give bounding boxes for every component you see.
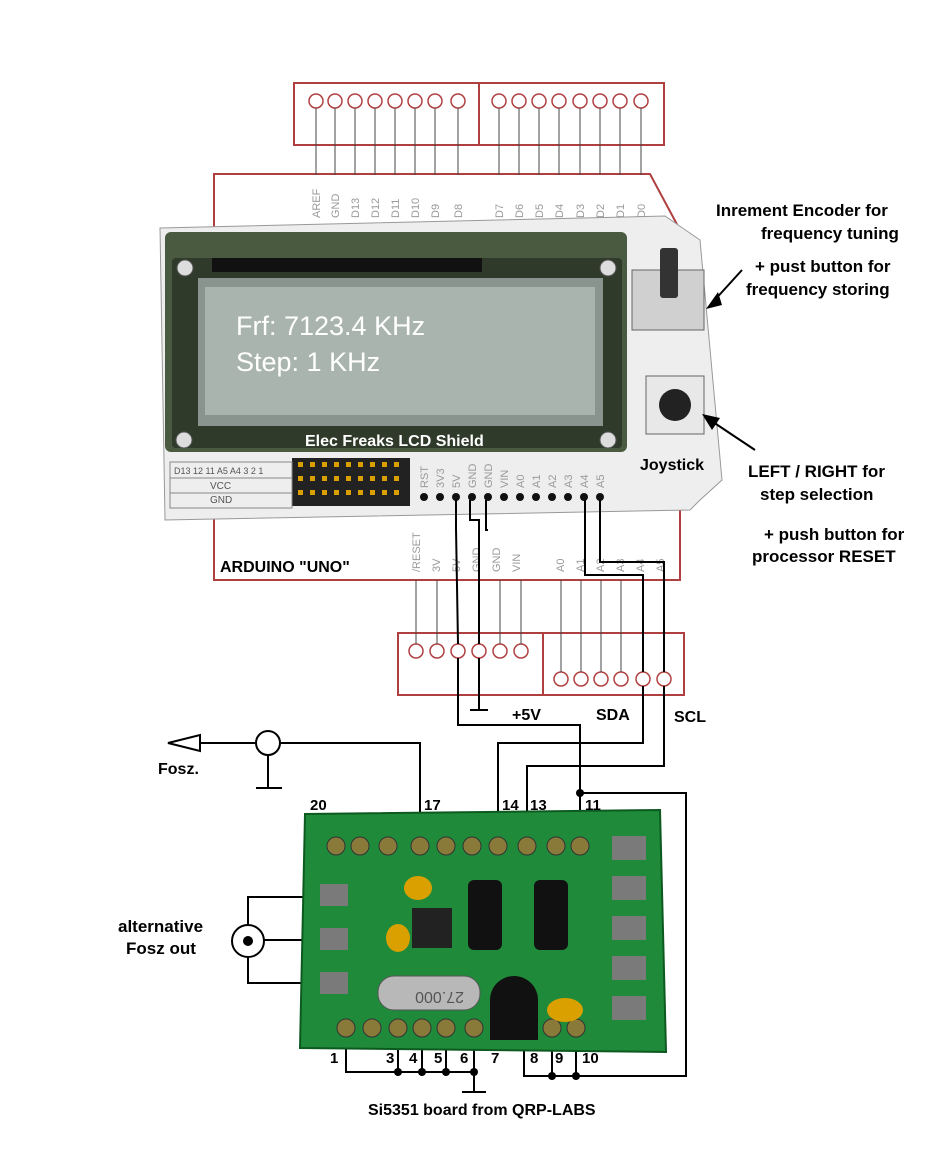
svg-text:A0: A0 <box>555 559 567 572</box>
fosz-connector-icon <box>255 730 281 756</box>
pin-number-14: 14 <box>502 797 519 814</box>
svg-text:5V: 5V <box>451 474 463 488</box>
pin-label-d1: D1 <box>615 204 627 218</box>
pin-number-9: 9 <box>555 1050 563 1067</box>
svg-text:VIN: VIN <box>499 470 511 488</box>
encoder-label-4: frequency storing <box>746 280 890 299</box>
top-header-wires <box>315 108 642 175</box>
pin-label-d7: D7 <box>494 204 506 218</box>
scl-label: SCL <box>674 709 706 726</box>
pin-number-13: 13 <box>530 797 547 814</box>
lower-header-stubs <box>415 580 622 672</box>
pin-number-3: 3 <box>386 1050 394 1067</box>
lcd-line-2: Step: 1 KHz <box>236 347 380 377</box>
wiring-markers <box>394 292 722 1080</box>
fosz-arrow-icon <box>167 733 201 753</box>
left-right-label-2: step selection <box>760 485 873 504</box>
pin-number-1: 1 <box>330 1050 338 1067</box>
wiring <box>200 269 756 1093</box>
pin-label-d5: D5 <box>534 204 546 218</box>
vcc-label: VCC <box>210 481 231 492</box>
svg-text:VIN: VIN <box>511 554 523 572</box>
pin-number-5: 5 <box>434 1050 442 1067</box>
board-label: Si5351 board from QRP-LABS <box>368 1102 596 1119</box>
lcd-line-1: Frf: 7123.4 KHz <box>236 311 425 341</box>
pin-label-d0: D0 <box>636 204 648 218</box>
shield-label: Elec Freaks LCD Shield <box>305 433 484 450</box>
svg-text:A5: A5 <box>655 559 667 572</box>
pin-label-d8: D8 <box>453 204 465 218</box>
svg-text:3V: 3V <box>431 558 443 572</box>
arduino-label: ARDUINO "UNO" <box>220 559 350 576</box>
pin-label-d12: D12 <box>370 198 382 218</box>
svg-text:3V3: 3V3 <box>435 468 447 488</box>
pin-number-11: 11 <box>585 797 601 814</box>
pin-label-d6: D6 <box>514 204 526 218</box>
pin-number-8: 8 <box>530 1050 538 1067</box>
shield-row-label: D13 12 11 A5 A4 3 2 1 <box>174 466 263 476</box>
svg-text:GND: GND <box>467 464 479 489</box>
arduino-lower-pin-labels: /RESET 3V 5V GND GND VIN A0 A1 A2 A3 A4 … <box>411 532 667 572</box>
svg-text:A3: A3 <box>615 559 627 572</box>
gnd-label: GND <box>210 495 232 506</box>
shield-pin-labels: RST 3V3 5V GND GND VIN A0 A1 A2 A3 A4 A5 <box>419 464 607 489</box>
left-right-label-1: LEFT / RIGHT for <box>748 462 885 481</box>
joystick-label: Joystick <box>640 457 704 474</box>
pin-number-20: 20 <box>310 797 327 814</box>
si5351-board <box>298 808 668 1054</box>
pin-label-d9: D9 <box>430 204 442 218</box>
pin-label-d10: D10 <box>410 198 422 218</box>
reset-label-1: + push button for <box>764 525 905 544</box>
lower-header-circles <box>408 643 672 687</box>
svg-text:/RESET: /RESET <box>411 532 423 572</box>
encoder-label-3: + pust button for <box>755 257 891 276</box>
pin-label-d13: D13 <box>350 198 362 218</box>
plus5v-label: +5V <box>512 707 541 724</box>
pin-number-7: 7 <box>491 1050 499 1067</box>
alt-out-label-2: Fosz out <box>126 939 196 958</box>
pin-label-d4: D4 <box>554 204 566 218</box>
pin-label-d2: D2 <box>595 204 607 218</box>
svg-text:A2: A2 <box>547 475 559 488</box>
pin-number-6: 6 <box>460 1050 468 1067</box>
crystal-label: 27.000 <box>415 988 464 1005</box>
digital-pin-labels: AREF GND D13 D12 D11 D10 D9 D8 D7 D6 D5 … <box>311 188 648 218</box>
svg-text:A4: A4 <box>635 559 647 572</box>
alt-out-label-1: alternative <box>118 917 203 936</box>
pin-label-d3: D3 <box>575 204 587 218</box>
lcd-screen <box>205 287 595 415</box>
pin-number-17: 17 <box>424 797 441 814</box>
svg-text:A4: A4 <box>579 475 591 488</box>
pin-label-aref: AREF <box>311 188 323 218</box>
svg-text:A0: A0 <box>515 475 527 488</box>
fosz-label: Fosz. <box>158 761 199 778</box>
encoder-label-1: Inrement Encoder for <box>716 201 888 220</box>
sda-label: SDA <box>596 707 630 724</box>
svg-text:A5: A5 <box>595 475 607 488</box>
encoder-label-2: frequency tuning <box>761 224 899 243</box>
svg-text:GND: GND <box>483 464 495 489</box>
pin-number-4: 4 <box>409 1050 418 1067</box>
svg-text:GND: GND <box>491 548 503 573</box>
reset-label-2: processor RESET <box>752 547 896 566</box>
top-header-circles <box>308 93 649 109</box>
pin-number-10: 10 <box>582 1050 599 1067</box>
pin-label-gnd: GND <box>330 194 342 219</box>
svg-text:RST: RST <box>419 466 431 488</box>
svg-text:A1: A1 <box>531 475 543 488</box>
lcd-shield <box>159 215 723 521</box>
svg-text:A3: A3 <box>563 475 575 488</box>
pin-label-d11: D11 <box>390 199 402 218</box>
svg-text:GND: GND <box>471 548 483 573</box>
